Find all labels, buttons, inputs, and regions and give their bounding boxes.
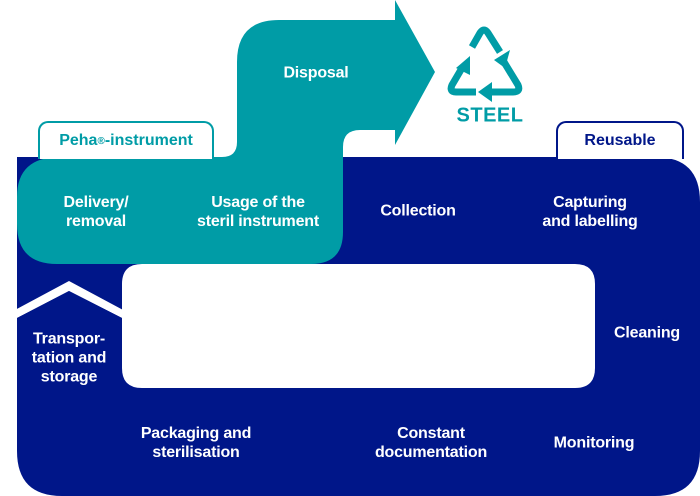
steel-label: STEEL bbox=[456, 104, 524, 127]
registered-mark: ® bbox=[97, 135, 105, 147]
peha-name: Peha bbox=[59, 132, 98, 149]
disposal-label: Disposal bbox=[283, 64, 349, 82]
up-arrow-fill bbox=[17, 291, 122, 318]
step-collection: Collection bbox=[380, 202, 456, 220]
peha-suffix: -instrument bbox=[104, 132, 193, 149]
step-packaging: Packaging and sterilisation bbox=[140, 425, 252, 461]
step-capturing: Capturing and labelling bbox=[542, 194, 638, 230]
inner-hole bbox=[122, 264, 595, 388]
recycle-icon bbox=[447, 26, 523, 96]
peha-instrument-tab: Peha®-instrument bbox=[38, 121, 214, 159]
up-arrow-icon bbox=[0, 281, 138, 318]
step-monitoring: Monitoring bbox=[553, 434, 635, 452]
step-documentation: Constant documentation bbox=[374, 425, 488, 461]
step-cleaning: Cleaning bbox=[614, 324, 680, 342]
single-use-path-shape bbox=[17, 0, 435, 264]
step-delivery: Delivery/ removal bbox=[63, 194, 129, 230]
step-transportation: Transpor- tation and storage bbox=[31, 330, 107, 386]
recycle-arrowheads bbox=[456, 50, 510, 102]
reusable-tab: Reusable bbox=[556, 121, 684, 159]
step-usage: Usage of the steril instrument bbox=[197, 194, 319, 230]
